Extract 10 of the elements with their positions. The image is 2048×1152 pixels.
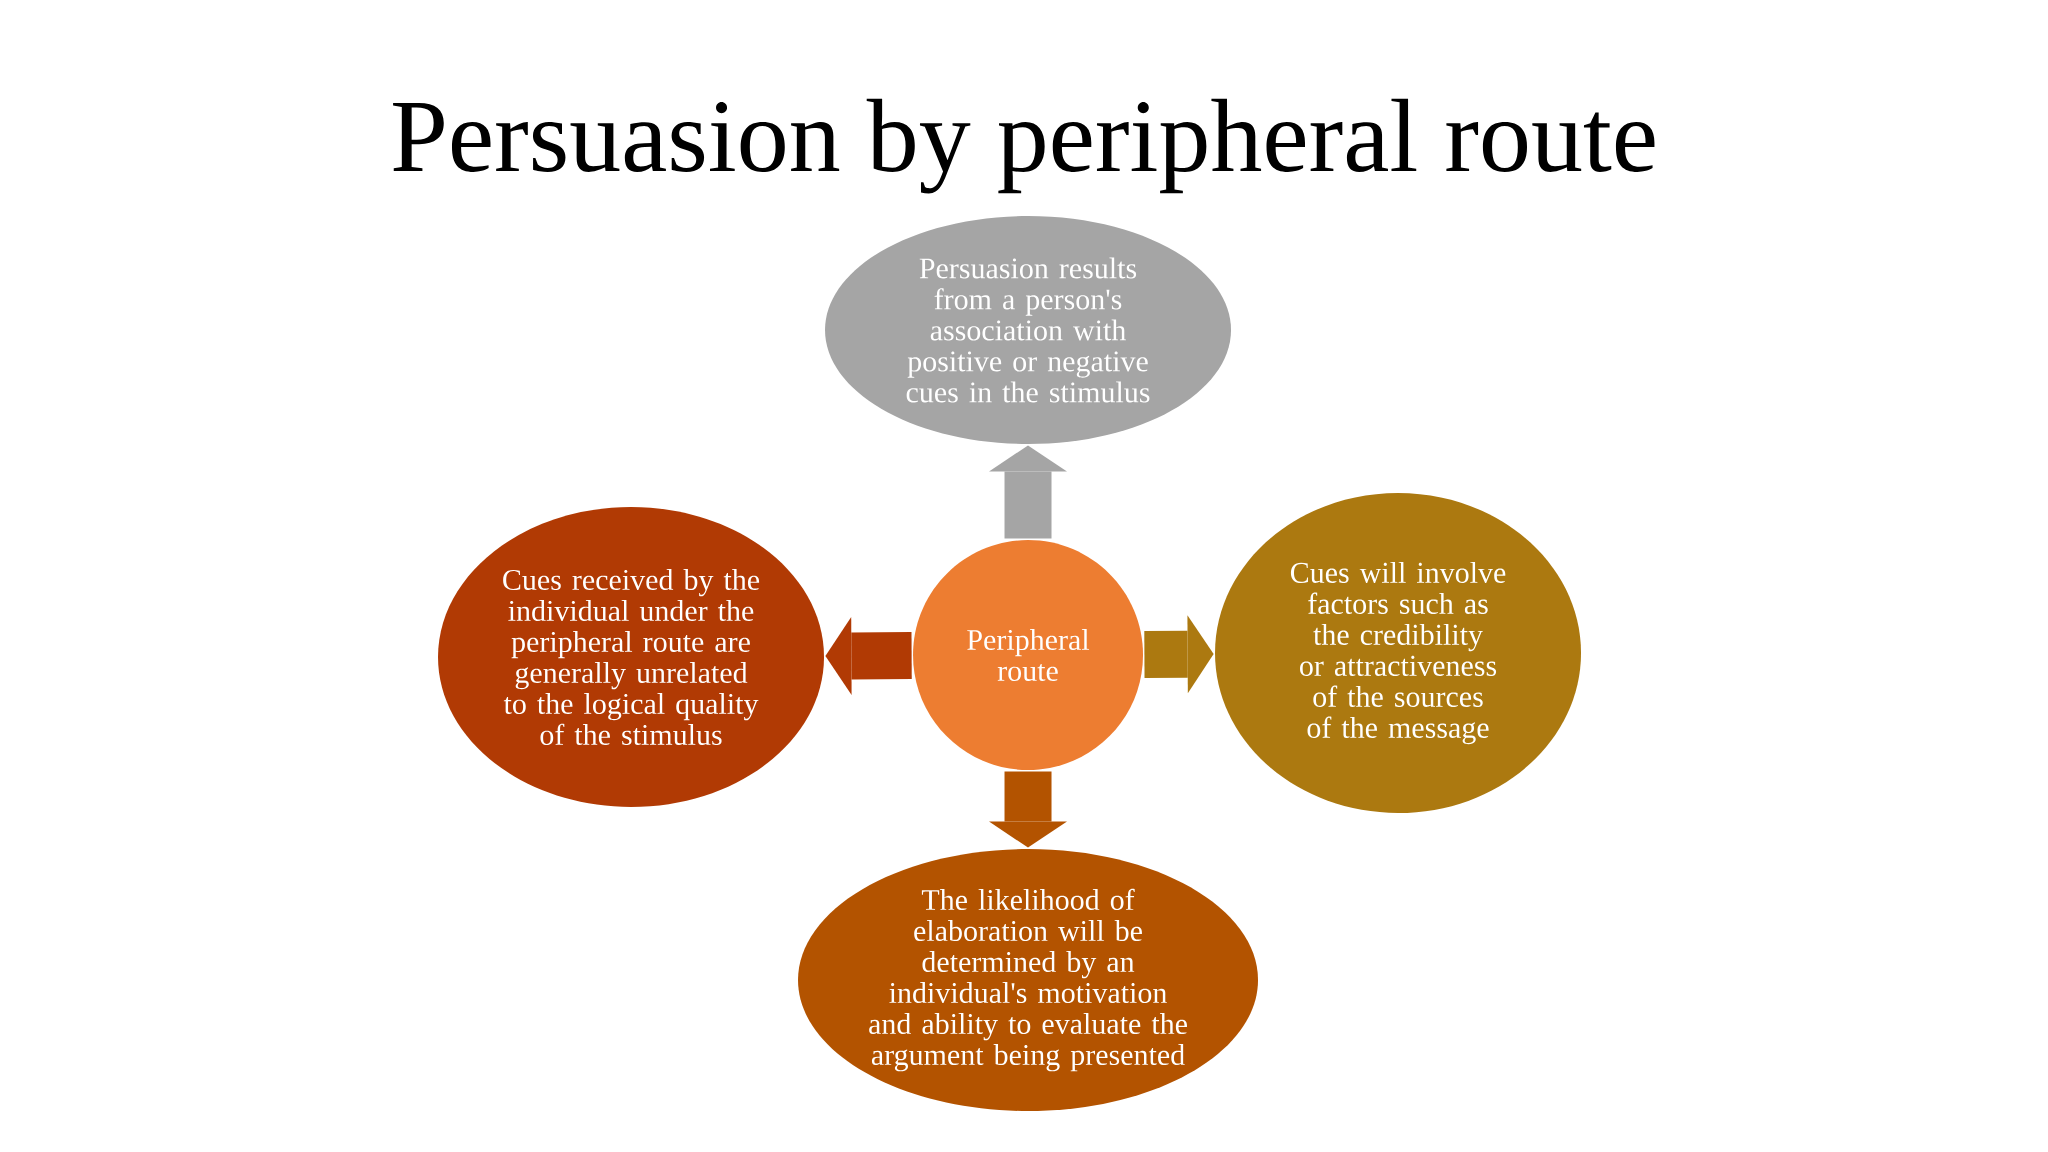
oval-node: Cues will involve factors such as the credibility or attractiveness of the sources of the message [1215, 493, 1582, 813]
oval-node: Persuasion results from a person's association with positive or negative cues in the stimulus [825, 216, 1231, 444]
oval-node: Cues received by the individual under the peripheral route are generally unrelated to the logical quality of the stimulus [438, 507, 824, 807]
title: Persuasion by peripheral route [393, 98, 1655, 194]
block-arrow [989, 771, 1067, 848]
circle-node: Peripheral route [913, 540, 1143, 770]
oval-node: The likelihood of elaboration will be determined by an individual's motivation and ability to evaluate the argument being presented [798, 849, 1258, 1111]
block-arrow [989, 445, 1067, 539]
block-arrow [1144, 615, 1214, 694]
block-arrow [825, 616, 912, 695]
